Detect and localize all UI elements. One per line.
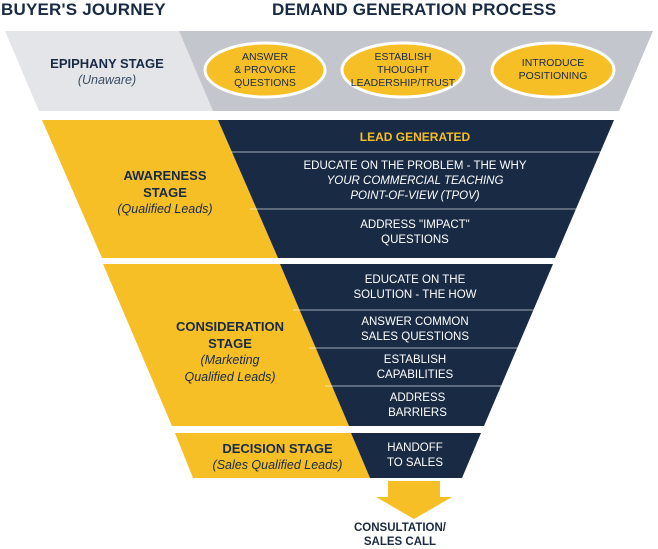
stage-title: STAGE [208,336,252,351]
consideration-band-yellow [103,264,349,426]
stage-title: AWARENESS [123,168,207,183]
epiphany-band-light [5,31,213,111]
stage-title: STAGE [143,185,187,200]
down-arrow-icon [376,481,452,519]
decision-band-navy [351,433,481,478]
buyers-journey-header: BUYER'S JOURNEY [1,0,166,19]
decision-band-yellow [175,433,370,478]
stage-title: DECISION STAGE [222,441,333,456]
step-educate-solution: EDUCATE ON THE SOLUTION - THE HOW [353,274,477,301]
awareness-band-yellow [42,120,278,258]
step-educate-problem: EDUCATE ON THE PROBLEM - THE WHY YOUR CO… [303,159,527,202]
step-establish-capabilities: ESTABLISH CAPABILITIES [376,353,454,381]
outcome-label: CONSULTATION/ SALES CALL [354,522,446,548]
stage-title: EPIPHANY STAGE [50,56,164,71]
stage-subtitle: (Qualified Leads) [117,202,213,216]
step-answer-common: ANSWER COMMON SALES QUESTIONS [360,315,469,343]
stage-subtitle: (Unaware) [77,73,137,87]
awareness-band-navy [218,120,614,258]
step-address-barriers: ADDRESS BARRIERS [388,392,447,419]
epiphany-oval-3 [490,41,616,99]
stage-label-awareness: AWARENESS STAGE (Qualified Leads) [90,167,240,218]
stage-label-decision: DECISION STAGE (Sales Qualified Leads) [190,440,365,474]
stage-title: CONSIDERATION [175,319,285,334]
stage-subtitle: Qualified Leads) [184,370,276,384]
epiphany-oval-1 [203,41,327,99]
oval-text-introduce-positioning: INTRODUCE POSITIONING [518,57,588,82]
step-handoff-to-sales: HANDOFF TO SALES [386,441,444,469]
epiphany-oval-2 [340,41,466,99]
stage-subtitle: (Marketing [200,353,260,367]
step-address-impact: ADDRESS "IMPACT" QUESTIONS [360,219,470,246]
oval-text-thought-leadership: ESTABLISH THOUGHT LEADERSHIP/TRUST [350,50,456,89]
stage-label-epiphany: EPIPHANY STAGE (Unaware) [32,55,182,89]
step-lead-generated: LEAD GENERATED [359,130,471,144]
demand-generation-header: DEMAND GENERATION PROCESS [272,0,557,19]
stage-subtitle: (Sales Qualified Leads) [212,458,343,472]
oval-text-answer-provoke: ANSWER & PROVOKE QUESTIONS [234,50,296,89]
stage-label-consideration: CONSIDERATION STAGE (Marketing Qualified… [150,318,310,386]
